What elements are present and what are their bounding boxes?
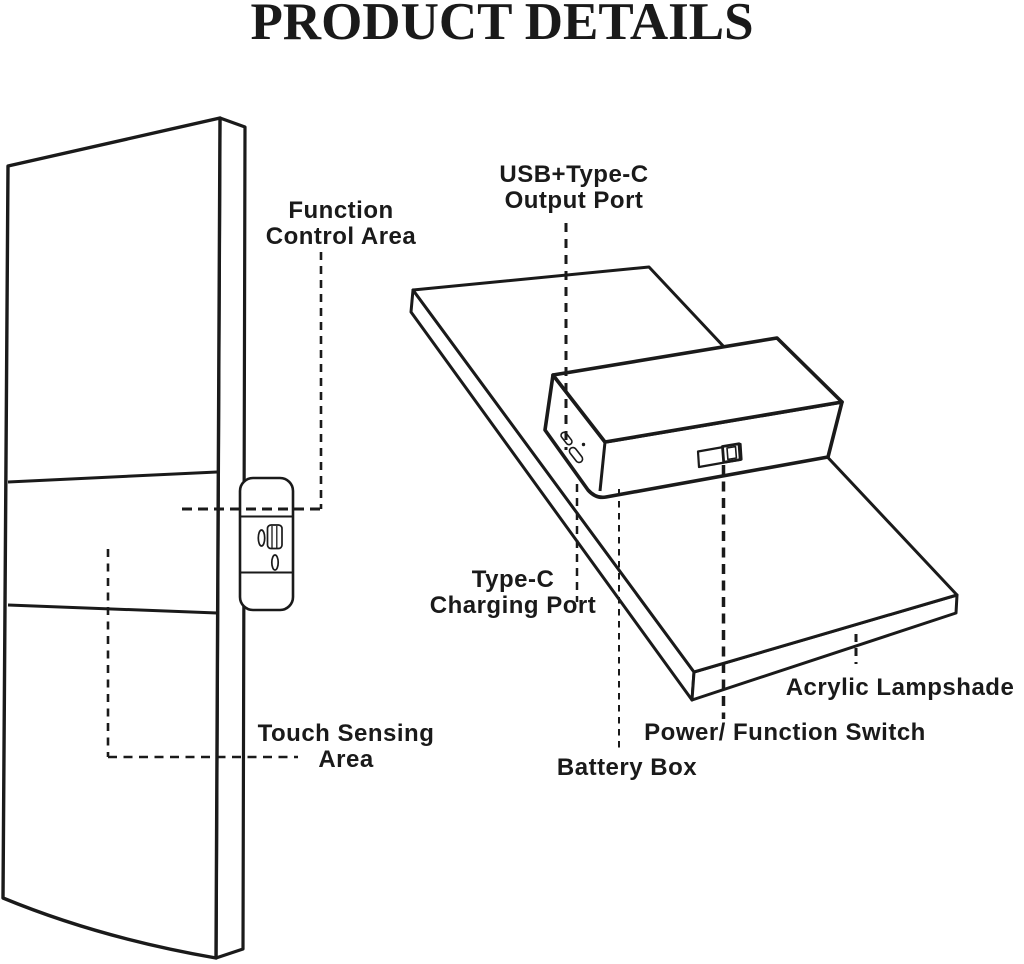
edge-control-box	[238, 476, 295, 612]
panel-front-face	[1, 116, 222, 960]
type-c-port-icon	[257, 529, 266, 547]
usb-output-port-label: USB+Type-C Output Port	[444, 162, 704, 214]
battery-box-lower-shell	[543, 373, 844, 500]
slider-switch-icon	[696, 442, 743, 469]
usb-output-port-label-line1: USB+Type-C	[499, 161, 649, 188]
type-c-output-port-icon	[568, 446, 584, 464]
lampshade-figure	[409, 223, 959, 752]
usb-output-port-label-line2: Output Port	[504, 187, 644, 214]
type-c-charging-port-label-line2: Charging Port	[429, 592, 597, 619]
panel-seam-upper	[7, 470, 218, 484]
acrylic-lampshade-label: Acrylic Lampshade	[740, 675, 1024, 701]
panel-seam-lower	[7, 603, 218, 615]
touch-sensing-area-label-line2: Area	[318, 746, 374, 773]
usb-output-port-icon	[560, 431, 573, 446]
function-control-area-label-line1: Function	[288, 197, 394, 224]
control-box-outline	[238, 476, 295, 612]
battery-box-top-face	[551, 336, 844, 444]
switch-knob-inner	[726, 445, 738, 461]
function-control-area-label: Function Control Area	[211, 198, 471, 250]
type-c-charging-port-label: Type-C Charging Port	[383, 567, 643, 619]
touch-sensing-area-label-line1: Touch Sensing	[257, 720, 435, 747]
battery-box-label: Battery Box	[497, 755, 757, 781]
power-function-switch-label-text: Power/ Function Switch	[644, 719, 926, 746]
touch-sensing-area-label: Touch Sensing Area	[216, 721, 476, 773]
function-control-area-label-line2: Control Area	[265, 223, 417, 250]
page-title: PRODUCT DETAILS	[250, 0, 754, 51]
led-dot-icon	[581, 442, 586, 447]
battery-box-label-text: Battery Box	[556, 754, 698, 781]
output-ports	[560, 431, 586, 464]
battery-box	[543, 336, 844, 500]
usb-a-port-icon	[266, 524, 283, 550]
oval-button-icon	[270, 554, 280, 571]
acrylic-lampshade-label-text: Acrylic Lampshade	[785, 674, 1015, 701]
power-function-switch-label: Power/ Function Switch	[625, 720, 945, 746]
battery-box-front-left-edge	[598, 441, 607, 492]
panel-lamp-figure	[1, 116, 323, 960]
type-c-charging-port-label-line1: Type-C	[471, 566, 555, 593]
